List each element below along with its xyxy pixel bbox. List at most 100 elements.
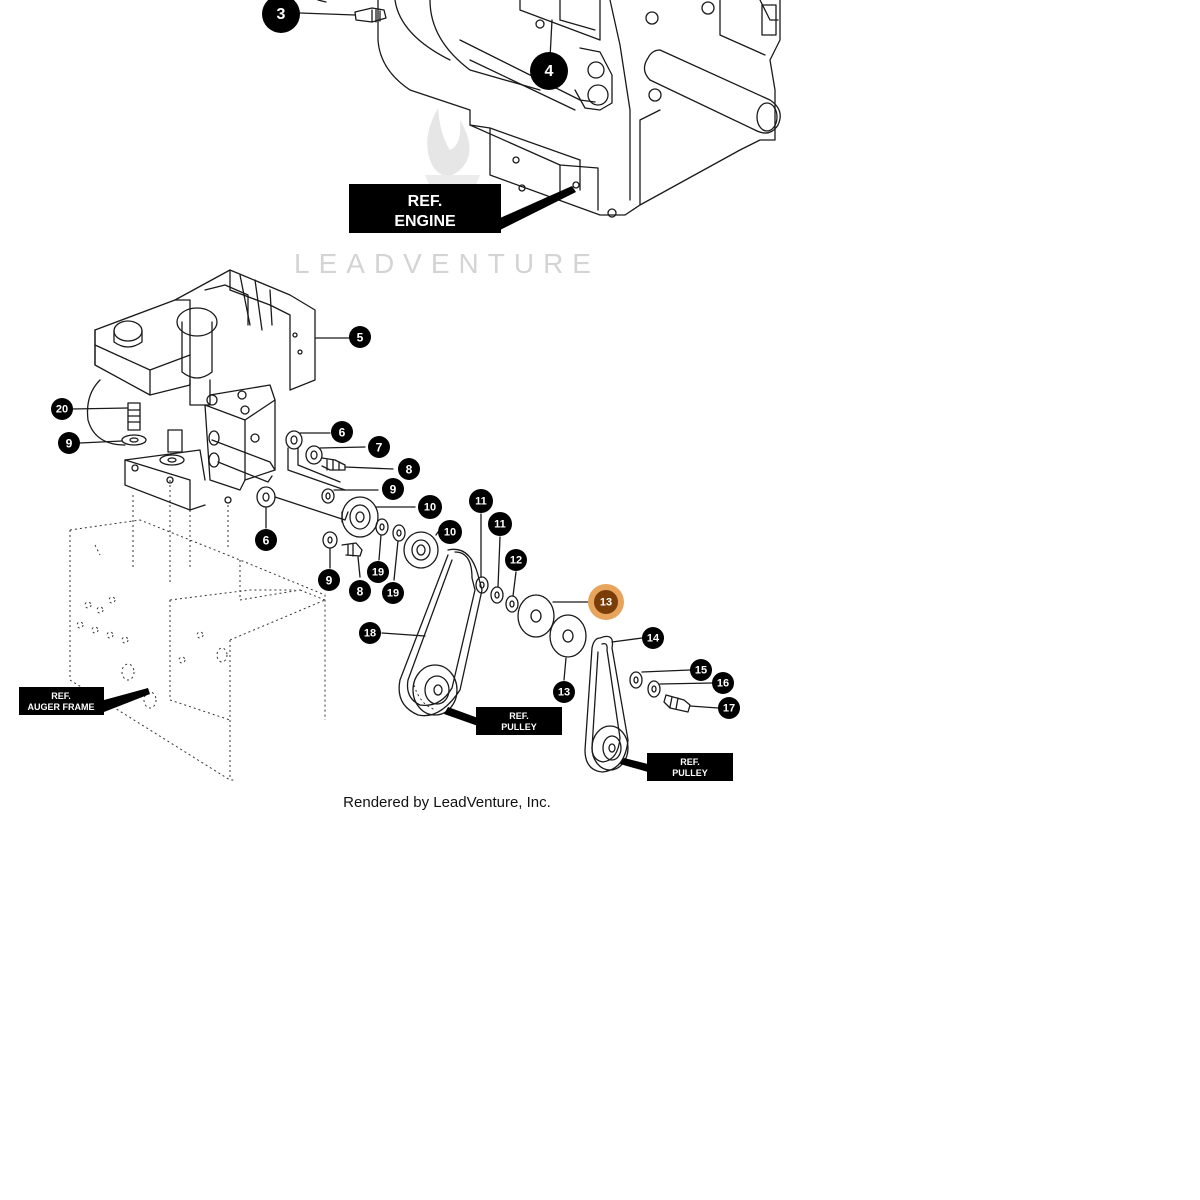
callout-label: 19 bbox=[372, 567, 384, 579]
callout-c4: 4 bbox=[530, 52, 568, 90]
footer-credit: Rendered by LeadVenture, Inc. bbox=[343, 794, 551, 811]
callout-c11b: 11 bbox=[488, 512, 512, 536]
ref-pulley-b-line2: PULLEY bbox=[672, 768, 708, 778]
ref-engine-line2: ENGINE bbox=[394, 213, 456, 230]
callout-label: 3 bbox=[277, 6, 286, 23]
callout-label: 19 bbox=[387, 588, 399, 600]
ref-pulley-b-line1: REF. bbox=[680, 757, 700, 767]
callout-c16: 16 bbox=[712, 672, 734, 694]
callout-c13b: 13 bbox=[553, 681, 575, 703]
callout-circle bbox=[418, 495, 442, 519]
callout-circle bbox=[382, 478, 404, 500]
callout-circle bbox=[398, 458, 420, 480]
callout-circle bbox=[367, 561, 389, 583]
callout-label: 11 bbox=[475, 496, 487, 508]
ref-pulley-label-a: REF. PULLEY bbox=[476, 707, 562, 735]
callout-circle bbox=[359, 622, 381, 644]
callout-c19b: 19 bbox=[382, 582, 404, 604]
callout-label: 13 bbox=[600, 597, 612, 609]
callout-circle bbox=[594, 590, 618, 614]
callout-circle bbox=[349, 580, 371, 602]
callout-circle bbox=[718, 697, 740, 719]
callout-circle bbox=[382, 582, 404, 604]
callout-c9c: 9 bbox=[318, 569, 340, 591]
callout-label: 11 bbox=[494, 519, 506, 531]
belt-and-pulley-b bbox=[584, 635, 719, 773]
callout-circle bbox=[712, 672, 734, 694]
callout-circle bbox=[690, 659, 712, 681]
callout-circle bbox=[51, 398, 73, 420]
callout-c20: 20 bbox=[51, 398, 73, 420]
callout-c5: 5 bbox=[349, 326, 371, 348]
callout-label: 10 bbox=[424, 502, 436, 514]
ref-pulley-label-b: REF. PULLEY bbox=[647, 753, 733, 781]
callout-c15: 15 bbox=[690, 659, 712, 681]
callout-circle bbox=[58, 432, 80, 454]
callout-circle bbox=[318, 569, 340, 591]
callout-c8b: 8 bbox=[349, 580, 371, 602]
callout-c3: 3 bbox=[262, 0, 300, 33]
callout-label: 16 bbox=[717, 678, 729, 690]
engine-illustration-top bbox=[299, 0, 781, 230]
callout-label: 20 bbox=[56, 404, 68, 416]
callout-label: 9 bbox=[66, 437, 73, 451]
callout-circle bbox=[530, 52, 568, 90]
ref-auger-frame-label: REF. AUGER FRAME bbox=[19, 687, 104, 715]
callout-label: 10 bbox=[444, 527, 456, 539]
callout-label: 17 bbox=[723, 703, 735, 715]
callout-circle bbox=[368, 436, 390, 458]
callout-circle bbox=[505, 549, 527, 571]
callout-circle bbox=[349, 326, 371, 348]
callout-c6b: 6 bbox=[255, 529, 277, 551]
ref-engine-label: REF. ENGINE bbox=[349, 184, 501, 233]
callout-c11a: 11 bbox=[469, 489, 493, 513]
callout-label: 13 bbox=[558, 687, 570, 699]
callout-label: 8 bbox=[406, 463, 413, 477]
callouts-layer: 3452096789101069819191111121313141516171… bbox=[51, 0, 740, 719]
callout-label: 18 bbox=[364, 628, 376, 640]
callout-c7: 7 bbox=[368, 436, 390, 458]
watermark-brand: LEADVENTURE bbox=[294, 248, 600, 279]
callout-label: 12 bbox=[510, 555, 522, 567]
callout-c18: 18 bbox=[359, 622, 381, 644]
callout-c10b: 10 bbox=[438, 520, 462, 544]
ref-pulley-a-line1: REF. bbox=[509, 711, 529, 721]
ref-pulley-a-line2: PULLEY bbox=[501, 722, 537, 732]
callout-c19a: 19 bbox=[367, 561, 389, 583]
callout-circle bbox=[553, 681, 575, 703]
callout-c8a: 8 bbox=[398, 458, 420, 480]
callout-label: 15 bbox=[695, 665, 707, 677]
callout-label: 8 bbox=[357, 585, 364, 599]
callout-c9b: 9 bbox=[382, 478, 404, 500]
ref-engine-line1: REF. bbox=[408, 193, 443, 210]
callout-label: 9 bbox=[390, 483, 397, 497]
callout-label: 6 bbox=[339, 426, 346, 440]
callout-circle bbox=[488, 512, 512, 536]
callout-c17: 17 bbox=[718, 697, 740, 719]
callout-circle bbox=[469, 489, 493, 513]
engine-illustration-lower bbox=[71, 269, 351, 511]
callout-c9a: 9 bbox=[58, 432, 80, 454]
callout-label: 5 bbox=[357, 331, 364, 345]
watermark: LEADVENTURE bbox=[294, 108, 600, 279]
callout-label: 14 bbox=[647, 633, 660, 645]
callout-label: 6 bbox=[263, 534, 270, 548]
auger-frame-illustration bbox=[69, 480, 326, 781]
callout-label: 9 bbox=[326, 574, 333, 588]
callout-c6a: 6 bbox=[331, 421, 353, 443]
callout-circle bbox=[438, 520, 462, 544]
belt-and-pulley-a bbox=[381, 513, 591, 726]
callout-c13a: 13 bbox=[588, 584, 624, 620]
ref-auger-line1: REF. bbox=[51, 691, 71, 701]
drive-shaft-parts bbox=[256, 430, 439, 581]
callout-circle bbox=[262, 0, 300, 33]
callout-circle bbox=[331, 421, 353, 443]
callout-c12: 12 bbox=[505, 549, 527, 571]
callout-c10a: 10 bbox=[418, 495, 442, 519]
callout-circle bbox=[642, 627, 664, 649]
callout-c14: 14 bbox=[642, 627, 664, 649]
callout-label: 7 bbox=[376, 441, 383, 455]
ref-auger-line2: AUGER FRAME bbox=[28, 702, 95, 712]
callout-circle bbox=[255, 529, 277, 551]
